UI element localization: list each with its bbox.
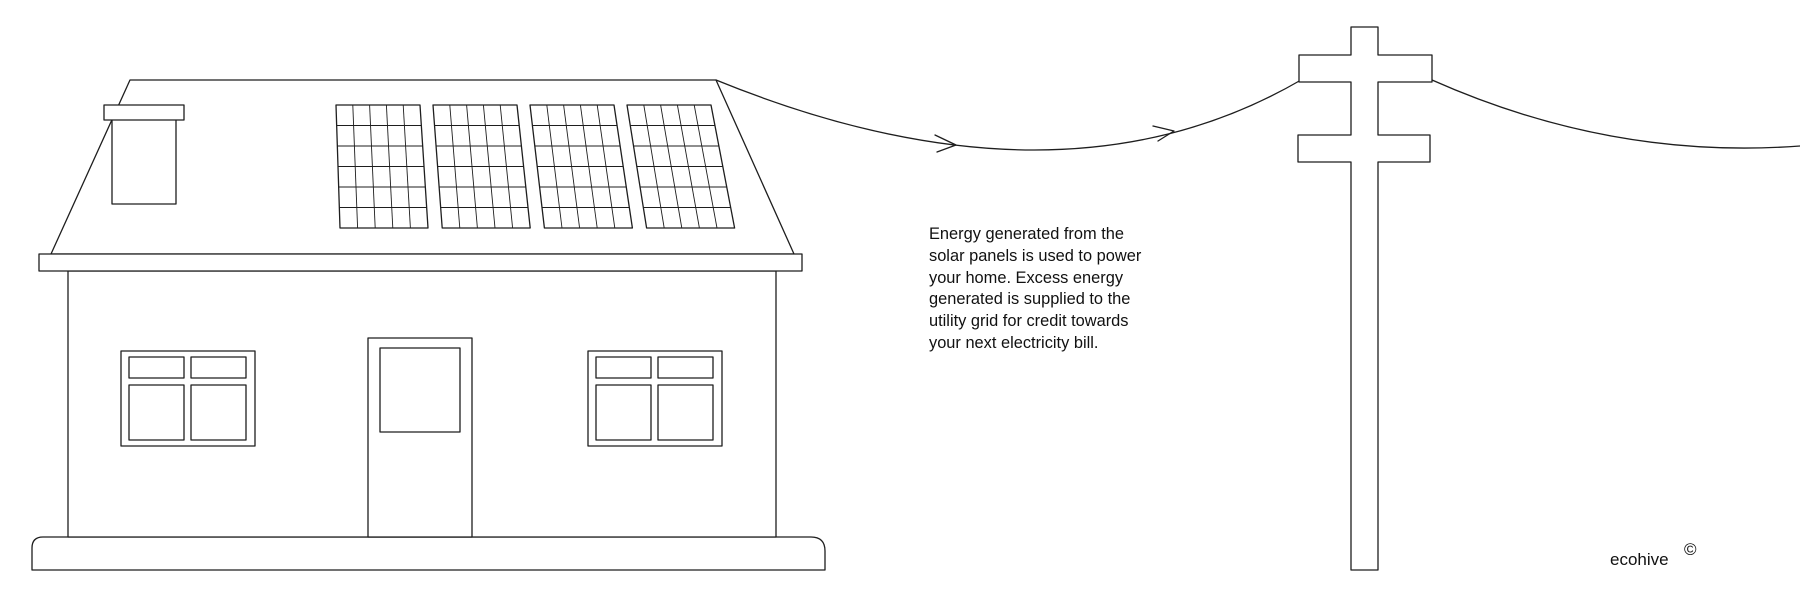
diagram-caption: Energy generated from the solar panels i… bbox=[929, 224, 1199, 355]
window-right-pane bbox=[657, 356, 714, 379]
copyright-icon: © bbox=[1684, 540, 1697, 559]
house bbox=[31, 79, 826, 571]
window-left-pane bbox=[190, 384, 247, 441]
solar-panel bbox=[432, 104, 531, 229]
window-left-pane bbox=[128, 384, 185, 441]
caption-line: your next electricity bill. bbox=[929, 333, 1099, 352]
solar-panels bbox=[335, 104, 736, 229]
window-left bbox=[120, 350, 256, 447]
cable-house-to-pole bbox=[715, 79, 1302, 151]
chimney bbox=[103, 104, 185, 205]
window-left-pane bbox=[128, 356, 185, 379]
flow-arrow bbox=[934, 134, 957, 153]
window-right-pane bbox=[595, 356, 652, 379]
solar-panel bbox=[335, 104, 429, 229]
solar-panel bbox=[626, 104, 736, 229]
chimney-cap bbox=[103, 104, 185, 121]
cable-pole-to-grid bbox=[1431, 79, 1800, 149]
caption-line: solar panels is used to power bbox=[929, 246, 1142, 265]
solar-panel bbox=[529, 104, 634, 229]
caption-line: your home. Excess energy bbox=[929, 268, 1124, 287]
window-right-pane bbox=[657, 384, 714, 441]
window-left-frame bbox=[120, 350, 256, 447]
flow-arrow bbox=[1152, 125, 1175, 142]
door-glass bbox=[379, 347, 461, 433]
front-door bbox=[367, 337, 473, 538]
utility-pole bbox=[1297, 26, 1433, 571]
caption-line: generated is supplied to the bbox=[929, 290, 1131, 309]
window-right bbox=[587, 350, 723, 447]
brand-name: ecohive bbox=[1610, 550, 1669, 569]
house-ground-base bbox=[31, 536, 826, 571]
power-lines bbox=[715, 79, 1800, 153]
house-eaves bbox=[38, 253, 803, 272]
door-frame bbox=[367, 337, 473, 538]
pole-body bbox=[1297, 26, 1433, 571]
caption-line: utility grid for credit towards bbox=[929, 312, 1129, 331]
window-left-pane bbox=[190, 356, 247, 379]
window-right-pane bbox=[595, 384, 652, 441]
window-right-frame bbox=[587, 350, 723, 447]
caption-line: Energy generated from the bbox=[929, 225, 1124, 243]
chimney-stack bbox=[111, 118, 177, 205]
